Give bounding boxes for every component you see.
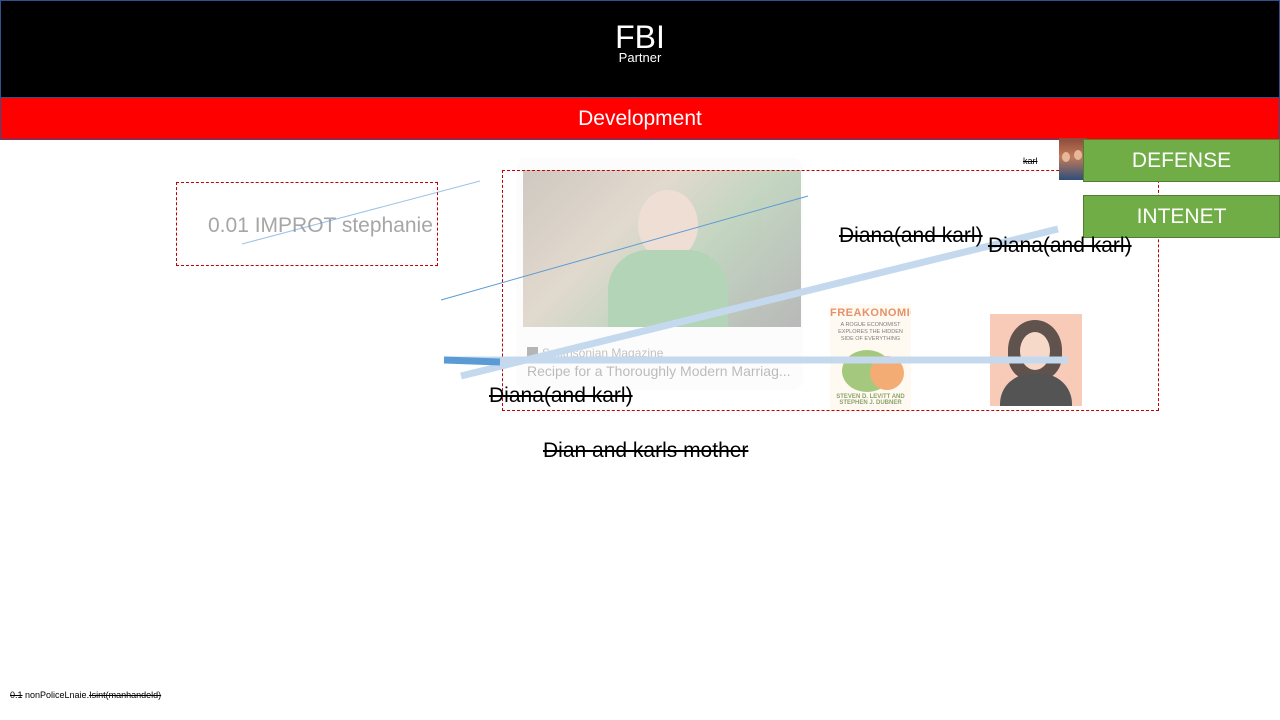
footer-middle: nonPoliceLnaie. — [22, 690, 90, 700]
thick-connector-dark — [443, 356, 501, 366]
thumb-person-2 — [1074, 150, 1082, 160]
main-dashed-box — [502, 170, 1159, 411]
diana-label-1: Diana(and karl) — [839, 224, 983, 247]
diana-label-3: Diana(and karl) — [489, 384, 633, 407]
intenet-button[interactable]: INTENET — [1083, 195, 1280, 238]
karl-thumbnail — [1059, 138, 1087, 180]
improt-label: 0.01 IMPROT stephanie — [208, 214, 433, 237]
karl-label: karl — [1023, 156, 1038, 166]
page-subtitle: Partner — [618, 50, 662, 65]
footer-struck-suffix: Isint(manhandeld) — [89, 690, 162, 700]
page-title: FBI — [615, 19, 665, 55]
diana-label-2: Diana(and karl) — [988, 234, 1132, 257]
defense-button[interactable]: DEFENSE — [1083, 139, 1280, 182]
thumb-person-1 — [1062, 152, 1070, 162]
book-author: STEVEN D. LEVITT AND STEPHEN J. DUBNER — [836, 394, 905, 406]
footer-struck-prefix: 0.1 — [10, 690, 23, 700]
development-banner: Development — [0, 97, 1280, 140]
mother-label: Dian and karls mother — [543, 439, 749, 462]
header-bar: FBI Partner — [0, 0, 1280, 98]
footer-note: 0.1 nonPoliceLnaie.Isint(manhandeld) — [10, 690, 161, 700]
